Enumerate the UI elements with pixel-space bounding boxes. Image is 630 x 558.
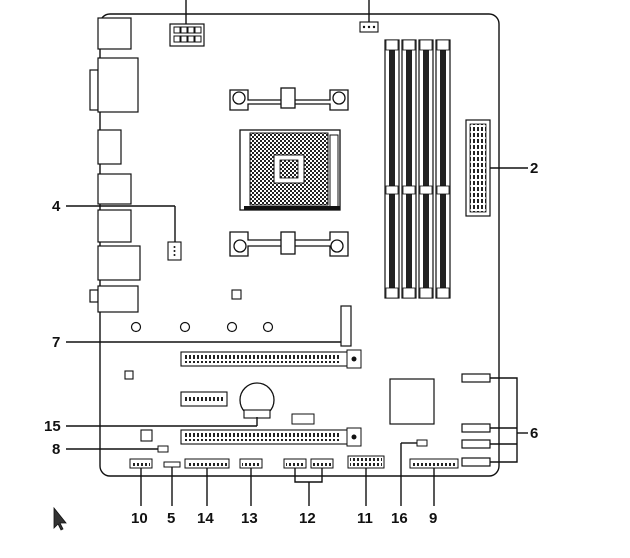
callout-8: 8 (52, 441, 60, 458)
callout-14: 14 (197, 510, 214, 527)
callout-16: 16 (391, 510, 408, 527)
sata-bracket-line (490, 377, 528, 463)
callout-7: 7 (52, 334, 60, 351)
cpu-fan-header (359, 0, 379, 33)
callout-6: 6 (530, 425, 538, 442)
clear-cmos-jumper (66, 445, 169, 453)
callout-9: 9 (429, 510, 437, 527)
callout-13: 13 (241, 510, 258, 527)
cpu-power-connector (169, 0, 205, 47)
mouse-pointer-icon (53, 506, 67, 531)
dimm-slots (384, 39, 451, 299)
pcie-x1-slot (180, 391, 228, 407)
mounting-holes (130, 321, 274, 333)
rear-io-panel (89, 17, 141, 313)
cpu-socket (239, 129, 341, 211)
pcie-x16-slot-2 (180, 413, 362, 447)
small-component (124, 370, 134, 380)
cpu-retention-bracket-bottom (229, 231, 349, 257)
callout-10: 10 (131, 510, 148, 527)
callout-12: 12 (299, 510, 316, 527)
callout-5: 5 (167, 510, 175, 527)
callout-11: 11 (357, 510, 373, 527)
callout-15: 15 (44, 418, 61, 435)
header-16 (400, 439, 428, 506)
m2-slot (66, 305, 352, 347)
bottom-header-pins (132, 458, 456, 466)
callout-leaders (140, 467, 435, 506)
cpu-retention-bracket-top (229, 87, 349, 111)
atx-24pin-power-connector (465, 119, 528, 217)
small-component-2 (140, 429, 153, 442)
system-fan-header (66, 205, 182, 261)
small-chip (231, 289, 242, 300)
pcie-x16-slot-1 (180, 349, 362, 369)
chipset (389, 378, 435, 425)
cmos-battery (66, 382, 275, 427)
callout-2: 2 (530, 160, 538, 177)
callout-4: 4 (52, 198, 61, 215)
